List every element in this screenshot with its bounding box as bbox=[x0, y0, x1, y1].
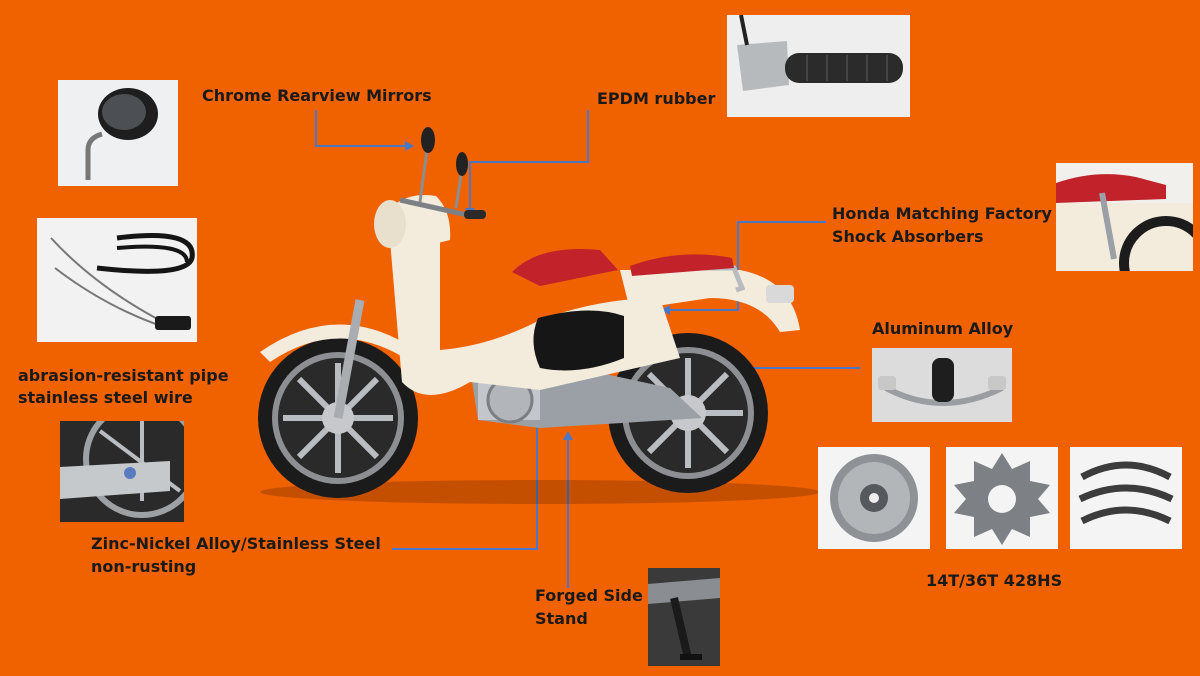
side-stand-icon bbox=[648, 568, 720, 666]
sprocket-icon bbox=[946, 447, 1058, 549]
sprocket-label: 14T/36T 428HS bbox=[926, 571, 1063, 590]
grip-leader-line bbox=[469, 110, 589, 208]
wheel-hub-icon bbox=[60, 421, 184, 522]
handlebar-grip-icon bbox=[727, 15, 910, 117]
side-stand-photo bbox=[648, 568, 720, 666]
shock-label-line1: Honda Matching Factory bbox=[832, 204, 1052, 223]
grip-photo bbox=[727, 15, 910, 117]
cable-label-line1: abrasion-resistant pipe bbox=[18, 366, 229, 385]
stand-label-line1: Forged Side bbox=[535, 586, 643, 605]
clutch-drum-icon bbox=[818, 447, 930, 549]
chain-photo bbox=[1070, 447, 1182, 549]
cable-label-line2: stainless steel wire bbox=[18, 388, 193, 407]
rearview-mirror-icon bbox=[58, 80, 178, 186]
zinc-label-line2: non-rusting bbox=[91, 557, 197, 576]
cable-photo bbox=[37, 218, 197, 342]
shock-label-line2: Shock Absorbers bbox=[832, 227, 984, 246]
brake-cable-icon bbox=[37, 218, 197, 342]
mirror-leader-line bbox=[315, 110, 405, 147]
mirrors-label: Chrome Rearview Mirrors bbox=[202, 86, 432, 105]
rear-rack-shock-icon bbox=[1056, 163, 1193, 271]
sprocket-photo bbox=[946, 447, 1058, 549]
aluminum-label: Aluminum Alloy bbox=[872, 319, 1014, 338]
zinc-label-line1: Zinc-Nickel Alloy/Stainless Steel bbox=[91, 534, 381, 553]
stand-label-line2: Stand bbox=[535, 609, 588, 628]
shock-photo bbox=[1056, 163, 1193, 271]
motorcycle-illustration bbox=[240, 120, 840, 510]
foot-pedal-icon bbox=[872, 348, 1012, 422]
pedal-photo bbox=[872, 348, 1012, 422]
clutch-photo bbox=[818, 447, 930, 549]
motorcycle-icon bbox=[258, 127, 820, 504]
wheel-detail-photo bbox=[60, 421, 184, 522]
chain-icon bbox=[1070, 447, 1182, 549]
mirror-photo bbox=[58, 80, 178, 186]
grip-label: EPDM rubber bbox=[597, 89, 716, 108]
shock-leader-line bbox=[670, 221, 826, 311]
